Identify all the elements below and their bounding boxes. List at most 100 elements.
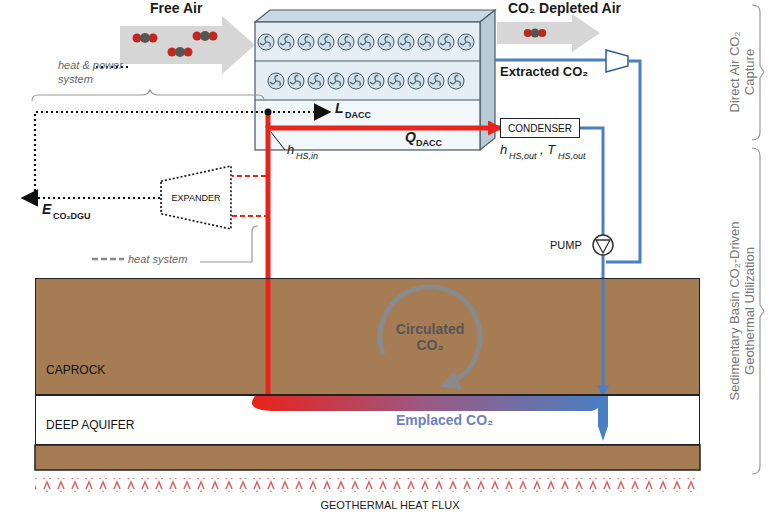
bracket — [32, 90, 264, 101]
fan-blade — [295, 75, 298, 81]
overburden-layer — [35, 278, 700, 395]
fan-blade — [440, 42, 446, 45]
fan-blade — [406, 42, 410, 47]
co2-molecule — [133, 33, 158, 43]
carbon-atom — [140, 33, 150, 43]
legend-text: heat & power system — [58, 59, 123, 85]
fan-ring — [428, 73, 444, 89]
fan-blade — [375, 75, 378, 81]
fan-ring — [298, 34, 314, 50]
fan-icon — [428, 73, 444, 89]
expander-return-line — [232, 215, 266, 217]
fan-ring — [408, 73, 424, 89]
fan-ring — [448, 73, 464, 89]
fan-icon — [398, 34, 414, 50]
fan-blade — [336, 81, 340, 86]
label-text: h — [287, 142, 294, 157]
fan-icon — [448, 73, 464, 89]
fan-blade — [405, 36, 408, 42]
fan-ring — [388, 73, 404, 89]
legend-text: heat system — [128, 253, 187, 265]
fan-blade — [435, 75, 438, 81]
fan-icon — [298, 34, 314, 50]
fan-blade — [355, 75, 358, 81]
fan-blade — [260, 42, 266, 45]
co2-molecule — [524, 29, 547, 38]
extracted-co2-line — [495, 59, 606, 62]
fan-blade — [445, 36, 448, 42]
fan-ring — [418, 34, 434, 50]
fan-blade — [396, 81, 400, 86]
fan-blade — [416, 81, 420, 86]
expander-trapezoid — [161, 166, 231, 229]
expander-feed-line — [232, 175, 266, 177]
fan-blade — [465, 36, 468, 42]
basement-layer — [35, 445, 700, 470]
label-text: L — [335, 100, 344, 116]
co2-molecule — [168, 47, 193, 57]
fan-icon — [318, 34, 334, 50]
fan-blade — [450, 81, 456, 84]
caprock-layer: CAPROCK — [35, 278, 700, 395]
fan-blade — [320, 42, 326, 45]
pump-triangle — [596, 240, 610, 253]
fan-blade — [376, 81, 380, 86]
fan-blade — [436, 81, 440, 86]
fan-icon — [288, 73, 304, 89]
label-text: HS,out — [558, 151, 586, 161]
fan-icon — [258, 34, 274, 50]
fan-blade — [340, 42, 346, 45]
fan-ring — [288, 73, 304, 89]
label-text: DACC — [345, 110, 371, 120]
expander-trapezoid: EXPANDER — [160, 165, 232, 230]
fan-blade — [310, 81, 316, 84]
fan-blade — [316, 81, 320, 86]
fan-blade — [306, 42, 310, 47]
fan-icon — [408, 73, 424, 89]
label-text: Circulated CO₂ — [384, 321, 476, 353]
fan-icon — [328, 73, 344, 89]
fan-blade — [315, 75, 318, 81]
node-text: CONDENSER — [508, 123, 572, 134]
fan-ring — [318, 34, 334, 50]
fan-ring — [328, 73, 344, 89]
fan-blade — [466, 42, 470, 47]
fan-blade — [390, 81, 396, 84]
fan-icon — [388, 73, 404, 89]
fan-blade — [380, 42, 386, 45]
fan-blade — [420, 42, 426, 45]
compressor-symbol — [606, 50, 628, 72]
fan-icon — [268, 73, 284, 89]
fan-ring — [348, 73, 364, 89]
fan-blade — [275, 75, 278, 81]
carbon-atom — [175, 47, 185, 57]
circulation-arrow — [380, 287, 480, 384]
fan-icon — [418, 34, 434, 50]
fan-blade — [290, 81, 296, 84]
legend-item: heat system — [128, 252, 208, 266]
aquifer-layer — [35, 395, 700, 445]
legend-sample-dashed — [92, 258, 124, 261]
fan-blade — [400, 42, 406, 45]
bracket — [200, 226, 258, 262]
fan-ring — [458, 34, 474, 50]
heat-flux-marks — [35, 478, 700, 492]
flow-connector — [268, 128, 500, 395]
label-text: h — [500, 142, 507, 157]
fan-blade — [270, 81, 276, 84]
fan-blade — [345, 36, 348, 42]
label-text: CO₂DGU — [53, 211, 91, 221]
fan-blade — [326, 42, 330, 47]
co2-molecules — [133, 29, 547, 58]
dac-layer-line — [255, 100, 480, 101]
fan-blade — [430, 81, 436, 84]
pump-circle — [593, 235, 613, 255]
fan-icon — [458, 34, 474, 50]
fan-icon — [438, 34, 454, 50]
dac-layer-line — [255, 61, 480, 62]
fan-ring — [398, 34, 414, 50]
legend-item: heat & power system — [58, 58, 138, 86]
node-text: CAPROCK — [46, 363, 105, 377]
